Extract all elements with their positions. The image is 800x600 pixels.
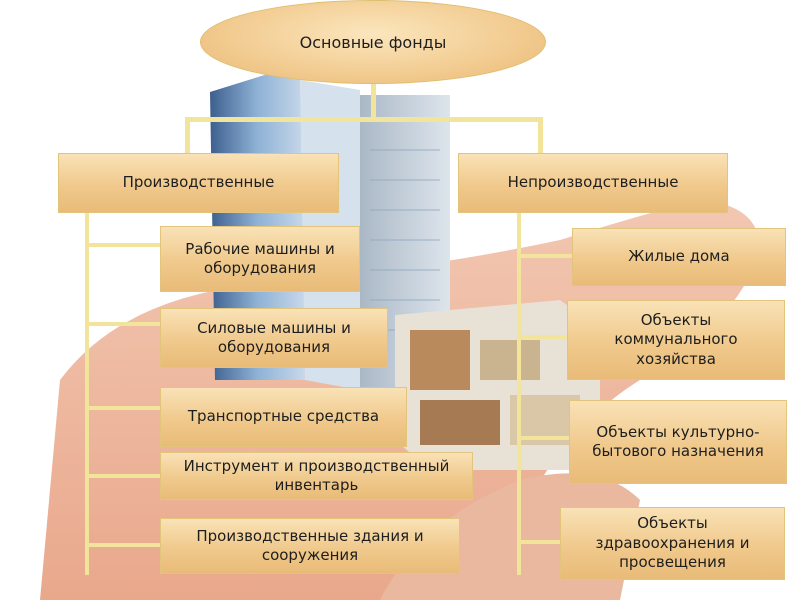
left-item-2-label: Силовые машины и оборудования bbox=[197, 318, 351, 357]
left-item-2: Силовые машины и оборудования bbox=[160, 308, 388, 368]
right-item-2-label: Объекты коммунального хозяйства bbox=[614, 310, 738, 368]
left-tick-4 bbox=[85, 474, 160, 478]
left-branch-connector bbox=[185, 117, 190, 153]
left-item-4-label: Инструмент и производственный инвентарь bbox=[183, 456, 450, 495]
root-label: Основные фонды bbox=[299, 32, 447, 52]
right-item-4: Объекты здравоохранения и просвещения bbox=[560, 507, 785, 580]
top-horizontal-connector bbox=[185, 117, 543, 122]
left-tick-5 bbox=[85, 543, 160, 547]
right-item-1: Жилые дома bbox=[572, 228, 786, 286]
category-nonproductive: Непроизводственные bbox=[458, 153, 728, 213]
root-node: Основные фонды bbox=[200, 0, 546, 84]
right-item-3: Объекты культурно-бытового назначения bbox=[569, 400, 787, 484]
right-item-4-label: Объекты здравоохранения и просвещения bbox=[595, 514, 750, 572]
right-branch-connector bbox=[538, 117, 543, 153]
right-tick-1 bbox=[517, 254, 572, 258]
left-tick-2 bbox=[85, 322, 160, 326]
left-item-1-label: Рабочие машины и оборудования bbox=[185, 239, 335, 278]
right-tick-3 bbox=[517, 436, 569, 440]
left-tick-1 bbox=[85, 243, 160, 247]
right-item-2: Объекты коммунального хозяйства bbox=[567, 300, 785, 380]
right-item-3-label: Объекты культурно-бытового назначения bbox=[592, 422, 764, 461]
left-item-3: Транспортные средства bbox=[160, 387, 407, 447]
skyscraper-main bbox=[210, 64, 305, 380]
left-vertical-spine bbox=[85, 212, 89, 575]
left-tick-3 bbox=[85, 406, 160, 410]
right-item-1-label: Жилые дома bbox=[628, 247, 730, 266]
left-item-5-label: Производственные здания и сооружения bbox=[196, 526, 424, 565]
category-productive-label: Производственные bbox=[122, 173, 275, 192]
left-item-3-label: Транспортные средства bbox=[187, 407, 380, 426]
left-item-4: Инструмент и производственный инвентарь bbox=[160, 452, 473, 500]
root-stem bbox=[371, 84, 376, 120]
right-tick-2 bbox=[517, 335, 567, 339]
right-vertical-spine bbox=[517, 212, 521, 575]
right-tick-4 bbox=[517, 540, 560, 544]
category-nonproductive-label: Непроизводственные bbox=[507, 173, 679, 192]
category-productive: Производственные bbox=[58, 153, 339, 213]
left-item-1: Рабочие машины и оборудования bbox=[160, 226, 360, 292]
left-item-5: Производственные здания и сооружения bbox=[160, 518, 460, 574]
